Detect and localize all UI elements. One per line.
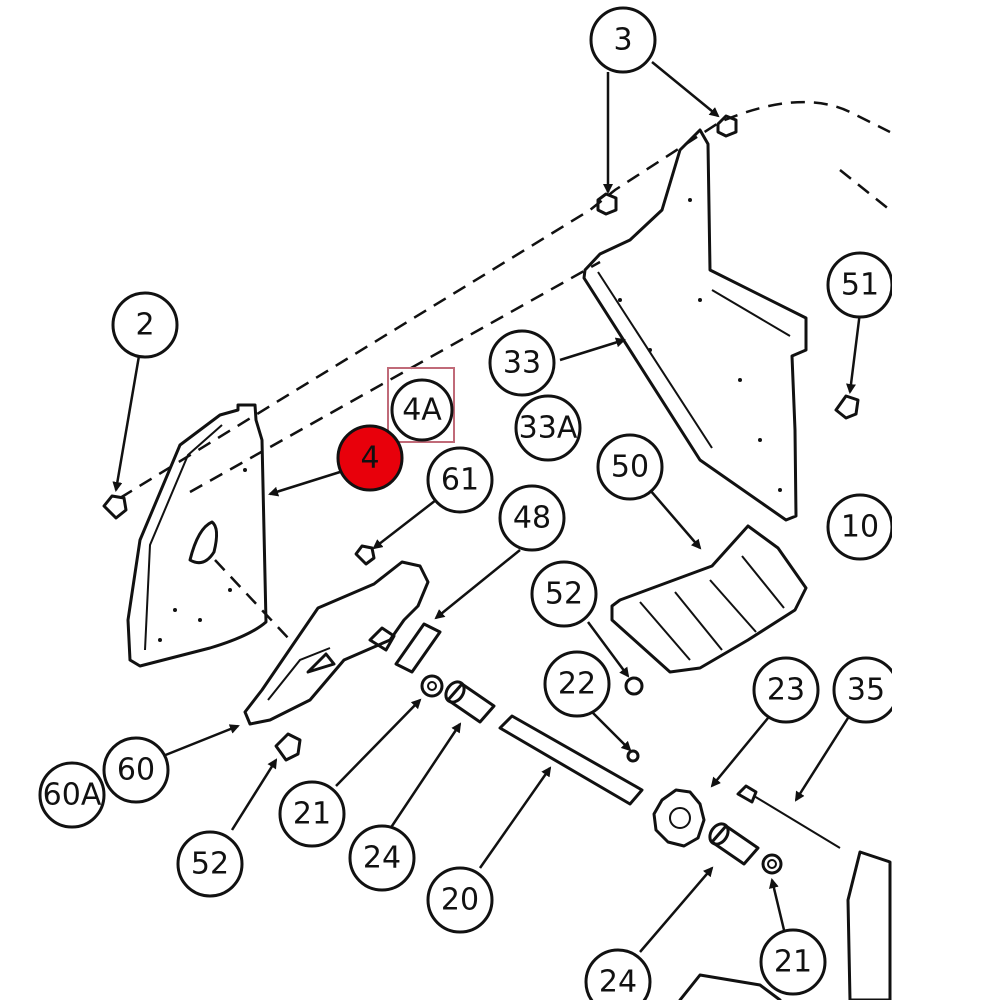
nut-61 [354, 544, 376, 566]
callout-4a: 4A [387, 367, 455, 443]
callout-51-label: 51 [841, 268, 879, 303]
leader-lines [112, 61, 862, 953]
bolt-2 [102, 494, 128, 520]
shaft-20 [498, 714, 644, 806]
bolt-51 [834, 394, 860, 420]
idler-arm [243, 560, 430, 726]
callout-10: 10 [826, 493, 894, 561]
callout-60-label: 60 [117, 753, 155, 788]
callout-10-label: 10 [841, 510, 879, 545]
callout-4-highlight [336, 424, 404, 492]
callout-35: 35 [832, 656, 900, 724]
set-screw-22 [626, 749, 640, 763]
callout-52-lower-label: 52 [191, 847, 229, 882]
bushing-24-right [708, 822, 760, 866]
callout-22-label: 22 [558, 667, 596, 702]
callout-21-right: 21 [759, 928, 827, 996]
callout-23: 23 [752, 656, 820, 724]
sprocket-23 [652, 788, 706, 848]
callout-60a: 60A [38, 761, 106, 829]
callout-24-left: 24 [348, 824, 416, 892]
washer-21-right [761, 853, 783, 875]
callout-20: 20 [426, 866, 494, 934]
bushing-24-left [444, 680, 496, 724]
callout-4a-label: 4A [402, 393, 442, 428]
callout-50-label: 50 [611, 450, 649, 485]
callout-61: 61 [426, 446, 494, 514]
callout-60a-label: 60A [43, 778, 102, 813]
callout-22: 22 [543, 650, 611, 718]
callout-52-lower: 52 [176, 830, 244, 898]
callout-2: 2 [111, 291, 179, 359]
callout-48: 48 [498, 484, 566, 552]
callout-52-upper: 52 [530, 560, 598, 628]
callout-33a: 33A [514, 394, 582, 462]
nut-52-lower [274, 732, 302, 762]
lower-right-bracket [678, 850, 892, 1000]
callout-4a-highlight-box [387, 367, 455, 443]
callout-33: 33 [488, 329, 556, 397]
callout-50: 50 [596, 433, 664, 501]
callout-23-label: 23 [767, 673, 805, 708]
right-side-panel [582, 128, 808, 522]
callout-21-left-label: 21 [293, 797, 331, 832]
callout-61-label: 61 [441, 463, 479, 498]
callout-33a-label: 33A [519, 411, 578, 446]
callout-4-label: 4 [360, 441, 379, 476]
bolt-35 [736, 784, 841, 849]
callout-21-right-label: 21 [774, 945, 812, 980]
nut-52-upper [624, 676, 644, 696]
callout-60: 60 [102, 736, 170, 804]
spacer-48 [394, 622, 442, 674]
callout-35-label: 35 [847, 673, 885, 708]
callout-33-label: 33 [503, 346, 541, 381]
callout-24-right-label: 24 [599, 965, 637, 1000]
callout-21-left: 21 [278, 780, 346, 848]
left-side-panel [126, 403, 268, 668]
callout-20-label: 20 [441, 883, 479, 918]
nut-3-upper [716, 114, 738, 138]
nut-3-lower [596, 192, 618, 216]
callout-2-label: 2 [135, 308, 154, 343]
callout-48-label: 48 [513, 501, 551, 536]
callout-24-right: 24 [584, 948, 652, 1000]
guide-plate [610, 524, 808, 674]
callout-52-upper-label: 52 [545, 577, 583, 612]
callout-3-label: 3 [613, 23, 632, 58]
right-margin [892, 0, 1000, 1000]
callout-3: 3 [589, 6, 657, 74]
callout-24-left-label: 24 [363, 841, 401, 876]
frame-outline [119, 100, 891, 641]
washer-21-left [420, 674, 444, 698]
callout-51: 51 [826, 251, 894, 319]
callout-4: 4 [336, 424, 404, 492]
